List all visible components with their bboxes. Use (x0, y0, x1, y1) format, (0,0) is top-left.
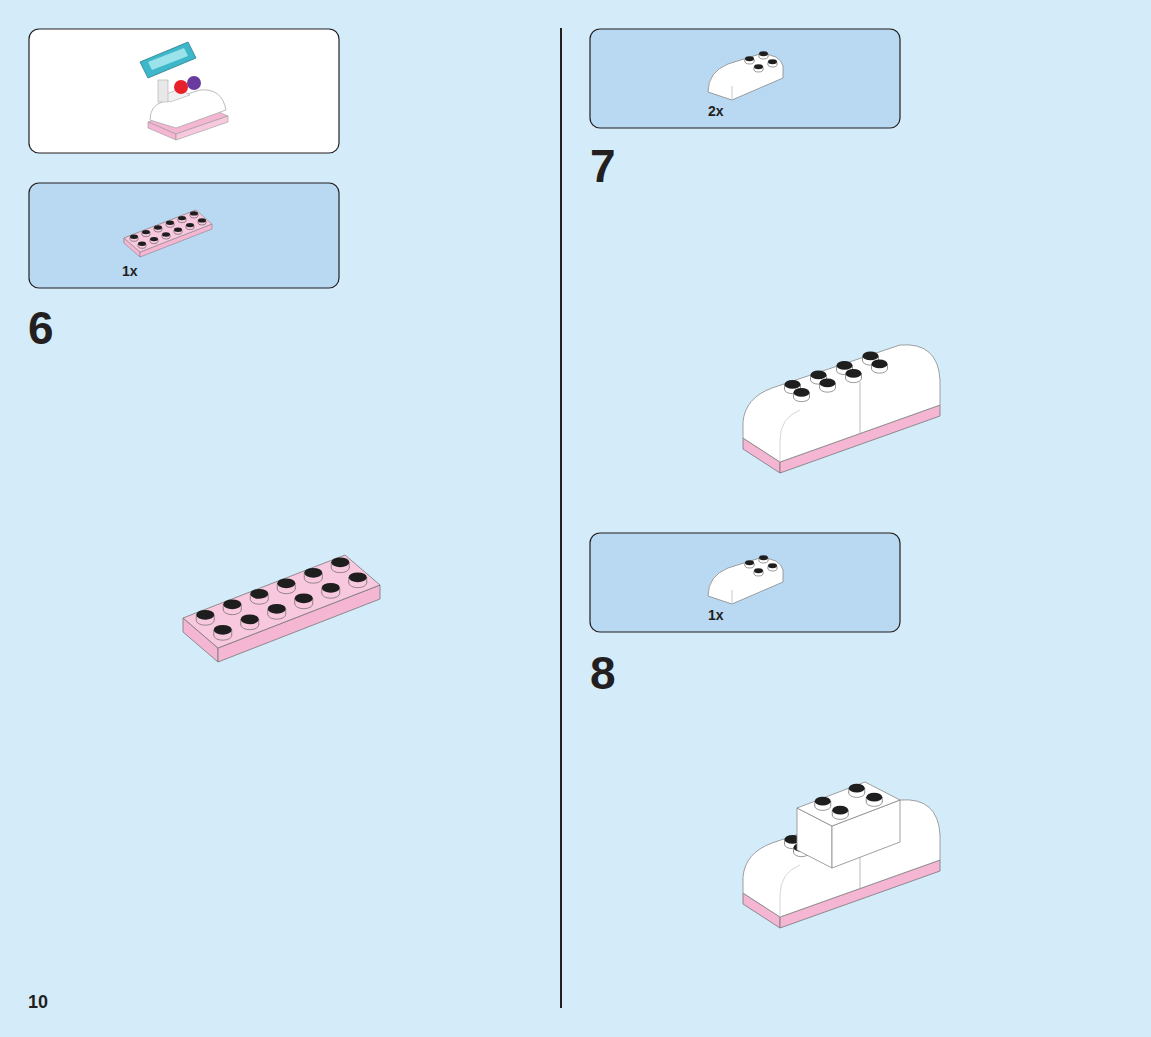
step7-model (743, 345, 940, 473)
thumbnail-model (140, 42, 228, 140)
parts-panel: 1x (590, 533, 900, 632)
parts-panel (29, 183, 339, 288)
parts-panel: 1x (29, 183, 339, 288)
parts-panel: 2x (590, 29, 900, 128)
parts-panel (590, 29, 900, 128)
thumbnail-frame (29, 29, 339, 153)
curved-slope-part (708, 51, 783, 100)
pink-plate-model (183, 555, 380, 662)
curved-slope-part (708, 555, 783, 604)
parts-panel (590, 533, 900, 632)
quantity-label: 1x (122, 263, 138, 279)
step-number: 6 (28, 305, 54, 351)
pink-plate-part (124, 210, 212, 257)
step8-model (743, 782, 940, 928)
page-number: 10 (28, 993, 48, 1011)
quantity-label: 1x (708, 607, 724, 623)
step-number: 8 (590, 650, 616, 696)
step-number: 7 (590, 143, 616, 189)
quantity-label: 2x (708, 103, 724, 119)
column-divider (560, 28, 562, 1008)
